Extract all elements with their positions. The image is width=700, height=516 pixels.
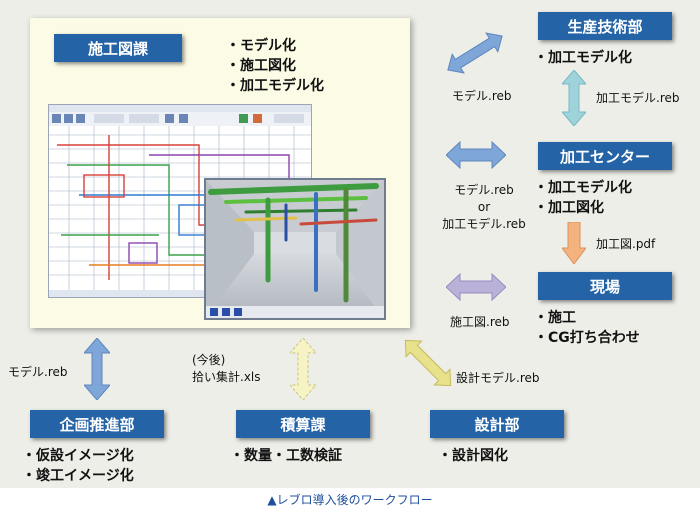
dept-kakou-task: 加工図化: [534, 198, 632, 218]
double-arrow-icon: [447, 32, 503, 74]
flow-label-to-genba: 施工図.reb: [450, 315, 510, 329]
dept-kikaku-task: 竣工イメージ化: [22, 466, 134, 486]
dept-seisan-task-list: 加工モデル化: [534, 48, 632, 68]
dept-sekisan-task-list: 数量・工数検証: [230, 446, 342, 466]
dept-seisan-title: 生産技術部: [538, 12, 672, 40]
dept-kikaku-title: 企画推進部: [30, 410, 164, 438]
dept-kakou-task: 加工モデル化: [534, 178, 632, 198]
double-arrow-icon: [404, 339, 452, 387]
cad-3d-view: [206, 180, 384, 318]
flow-label-to-sekisan: (今後) 拾い集計.xls: [192, 352, 261, 386]
flow-label-line: 拾い集計.xls: [192, 370, 261, 384]
dept-sekisan-task: 数量・工数検証: [230, 446, 342, 466]
dept-kakou-title: 加工センター: [538, 142, 672, 170]
flow-label-to-kikaku: モデル.reb: [8, 365, 68, 379]
dept-kikaku-task: 仮設イメージ化: [22, 446, 134, 466]
dept-sekkei-task: 設計図化: [438, 446, 508, 466]
flow-label-line: (今後): [192, 353, 226, 367]
dept-kakou-task-list: 加工モデル化 加工図化: [534, 178, 632, 218]
flow-label-to-seisan: モデル.reb: [452, 89, 512, 103]
workflow-diagram: 施工図課 モデル化 施工図化 加工モデル化: [0, 0, 700, 488]
cad-3d-screenshot: [204, 178, 386, 320]
main-panel-task-list: モデル化 施工図化 加工モデル化: [226, 36, 324, 96]
double-arrow-icon: [562, 70, 586, 126]
dept-kikaku-task-list: 仮設イメージ化 竣工イメージ化: [22, 446, 134, 486]
dept-genba-task: 施工: [534, 308, 640, 328]
dept-genba-title: 現場: [538, 272, 672, 300]
down-arrow-icon: [562, 222, 586, 264]
double-arrow-icon: [446, 140, 506, 170]
flow-label-line: or: [477, 200, 491, 214]
flow-label-to-kakou: モデル.reb or 加工モデル.reb: [434, 182, 534, 233]
dept-genba-task: CG打ち合わせ: [534, 328, 640, 348]
dept-seisan-task: 加工モデル化: [534, 48, 632, 68]
flow-label-to-sekkei: 設計モデル.reb: [456, 371, 540, 385]
main-panel-task: 施工図化: [226, 56, 324, 76]
flow-label-line: 加工モデル.reb: [442, 217, 526, 231]
dept-genba-task-list: 施工 CG打ち合わせ: [534, 308, 640, 348]
dept-sekisan-title: 積算課: [236, 410, 370, 438]
figure-caption: ▲レブロ導入後のワークフロー: [267, 493, 433, 507]
main-panel-task: モデル化: [226, 36, 324, 56]
dept-sekkei-title: 設計部: [430, 410, 564, 438]
future-double-arrow-icon: [290, 338, 316, 400]
double-arrow-icon: [84, 338, 110, 400]
flow-label-kakou-genba: 加工図.pdf: [596, 237, 656, 251]
double-arrow-icon: [446, 272, 506, 302]
flow-label-seisan-kakou: 加工モデル.reb: [596, 91, 680, 105]
dept-sekkei-task-list: 設計図化: [438, 446, 508, 466]
main-panel-task: 加工モデル化: [226, 76, 324, 96]
flow-label-line: モデル.reb: [454, 183, 514, 197]
main-panel-title: 施工図課: [54, 34, 182, 62]
